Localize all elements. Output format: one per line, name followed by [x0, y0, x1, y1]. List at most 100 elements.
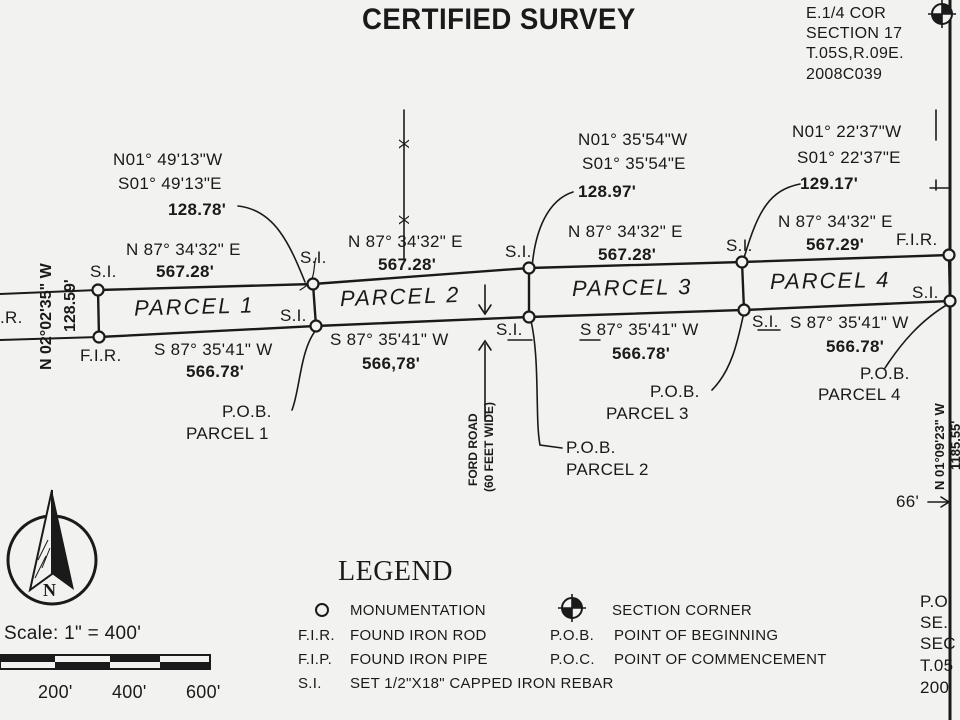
- north-arrow-letter: N: [43, 580, 57, 600]
- north-bearing: N 87° 34'32" E: [348, 232, 463, 251]
- south-bearing: S 87° 35'41" W: [790, 313, 909, 332]
- si-marker: S.I.: [300, 248, 327, 267]
- monument-circle: [309, 319, 323, 333]
- south-bearing: S 87° 35'41" W: [330, 330, 449, 349]
- pob-parcel: PARCEL 1: [186, 424, 269, 443]
- poc-line: P.O.: [920, 592, 954, 611]
- legend-item-text: POINT OF COMMENCEMENT: [614, 651, 827, 668]
- poc-line: SEC: [920, 634, 956, 653]
- west-line-bearing: N 02°02'35" W: [38, 263, 55, 370]
- fir-marker: F.I.R.: [896, 230, 938, 249]
- parcel-2-label: PARCEL 2: [339, 281, 461, 312]
- scale-tick: 400': [112, 682, 147, 702]
- legend-item-text: SECTION CORNER: [612, 602, 753, 619]
- north-length: 567.28': [598, 245, 657, 264]
- poc-line: 200: [920, 678, 950, 697]
- si-marker: S.I.: [505, 242, 532, 261]
- parcel-2-outline: [311, 266, 531, 328]
- poc-line: SE.: [920, 613, 949, 632]
- pob-label: P.O.B.: [222, 402, 272, 421]
- si-marker: S.I.: [90, 262, 117, 281]
- parcel-4-label: PARCEL 4: [769, 266, 891, 295]
- legend-symbol: F.I.R.: [298, 627, 335, 644]
- north-arrow-icon: [6, 489, 98, 606]
- monument-circle: [943, 294, 957, 308]
- page-title: CERTIFIED SURVEY: [362, 3, 636, 36]
- side-bearing: N01° 35'54"W: [578, 130, 688, 149]
- dimension-66: 66': [896, 492, 920, 511]
- side-bearing: S01° 49'13"E: [118, 174, 222, 193]
- legend-monument-icon: [315, 603, 329, 617]
- north-bearing: N 87° 34'32" E: [568, 222, 683, 241]
- pob-label: P.O.B.: [650, 382, 700, 401]
- pob-label: P.O.B.: [566, 438, 616, 457]
- side-length: 128.97': [578, 182, 637, 201]
- scale-tick: 200': [38, 682, 73, 702]
- si-marker: S.I.: [496, 320, 523, 339]
- east-line-length: 1185.55': [948, 420, 960, 470]
- south-length: 566,78': [362, 354, 421, 373]
- corner-line: T.05S,R.09E.: [806, 45, 904, 62]
- side-length: 129.17': [800, 174, 859, 193]
- north-length: 567.28': [378, 255, 437, 274]
- south-bearing: S 87° 35'41" W: [154, 340, 273, 359]
- north-length: 567.28': [156, 262, 215, 281]
- pob-label: P.O.B.: [860, 364, 910, 383]
- si-marker: S.I.: [726, 236, 753, 255]
- parcel-3-label: PARCEL 3: [571, 273, 693, 302]
- south-length: 566.78': [612, 344, 671, 363]
- monument-circle: [306, 277, 320, 291]
- centerline-x-marker: X: [395, 214, 413, 226]
- pob-parcel: PARCEL 4: [818, 385, 901, 404]
- side-length: 128.78': [168, 200, 227, 219]
- scale-label: Scale: 1" = 400': [4, 623, 142, 644]
- side-bearing: S01° 35'54"E: [582, 154, 686, 173]
- side-bearing: S01° 22'37"E: [797, 148, 901, 167]
- north-length: 567.29': [806, 235, 865, 254]
- legend-section-corner-icon: [558, 594, 586, 622]
- pob-parcel: PARCEL 3: [606, 404, 689, 423]
- road-width: (60 FEET WIDE): [482, 401, 496, 492]
- monument-circle: [92, 330, 106, 344]
- legend-symbol: F.I.P.: [298, 651, 333, 668]
- legend-symbol: P.O.B.: [550, 627, 595, 644]
- south-bearing: S 87° 35'41" W: [580, 320, 699, 339]
- south-length: 566.78': [826, 337, 885, 356]
- legend-symbol: S.I.: [298, 675, 322, 692]
- east-line-bearing: N 01°09'23" W: [932, 403, 947, 490]
- monument-circle: [942, 248, 956, 262]
- legend-title: LEGEND: [338, 556, 453, 587]
- west-line-length: 128.59': [62, 279, 79, 332]
- monument-circle: [522, 261, 536, 275]
- side-bearing: N01° 49'13"W: [113, 150, 223, 169]
- monument-circle: [522, 310, 536, 324]
- corner-line: E.1/4 COR: [806, 5, 887, 22]
- parcel-1-label: PARCEL 1: [133, 292, 255, 321]
- corner-line: SECTION 17: [806, 25, 903, 42]
- north-bearing: N 87° 34'32" E: [778, 212, 893, 231]
- si-marker: S.I.: [912, 283, 939, 302]
- ir-marker: .R.: [0, 308, 23, 327]
- legend-item-text: SET 1/2"X18" CAPPED IRON REBAR: [350, 675, 614, 692]
- si-marker: S.I.: [752, 312, 779, 331]
- monument-circle: [737, 303, 751, 317]
- legend-item-text: POINT OF BEGINNING: [614, 627, 779, 644]
- side-bearing: N01° 22'37"W: [792, 122, 902, 141]
- south-length: 566.78': [186, 362, 245, 381]
- scale-bar: [0, 654, 211, 670]
- legend-item-text: MONUMENTATION: [350, 602, 486, 619]
- road-name: FORD ROAD: [466, 413, 480, 486]
- poc-line: T.05: [920, 656, 954, 675]
- legend-item-text: FOUND IRON PIPE: [350, 651, 488, 668]
- north-bearing: N 87° 34'32" E: [126, 240, 241, 259]
- section-corner-icon: [928, 0, 956, 28]
- centerline-x-marker: X: [395, 138, 413, 150]
- monument-circle: [91, 283, 105, 297]
- legend-symbol: P.O.C.: [550, 651, 595, 668]
- legend-item-text: FOUND IRON ROD: [350, 627, 487, 644]
- si-marker: S.I.: [280, 306, 307, 325]
- monument-circle: [735, 255, 749, 269]
- fir-marker: F.I.R.: [80, 346, 122, 365]
- scale-tick: 600': [186, 682, 221, 702]
